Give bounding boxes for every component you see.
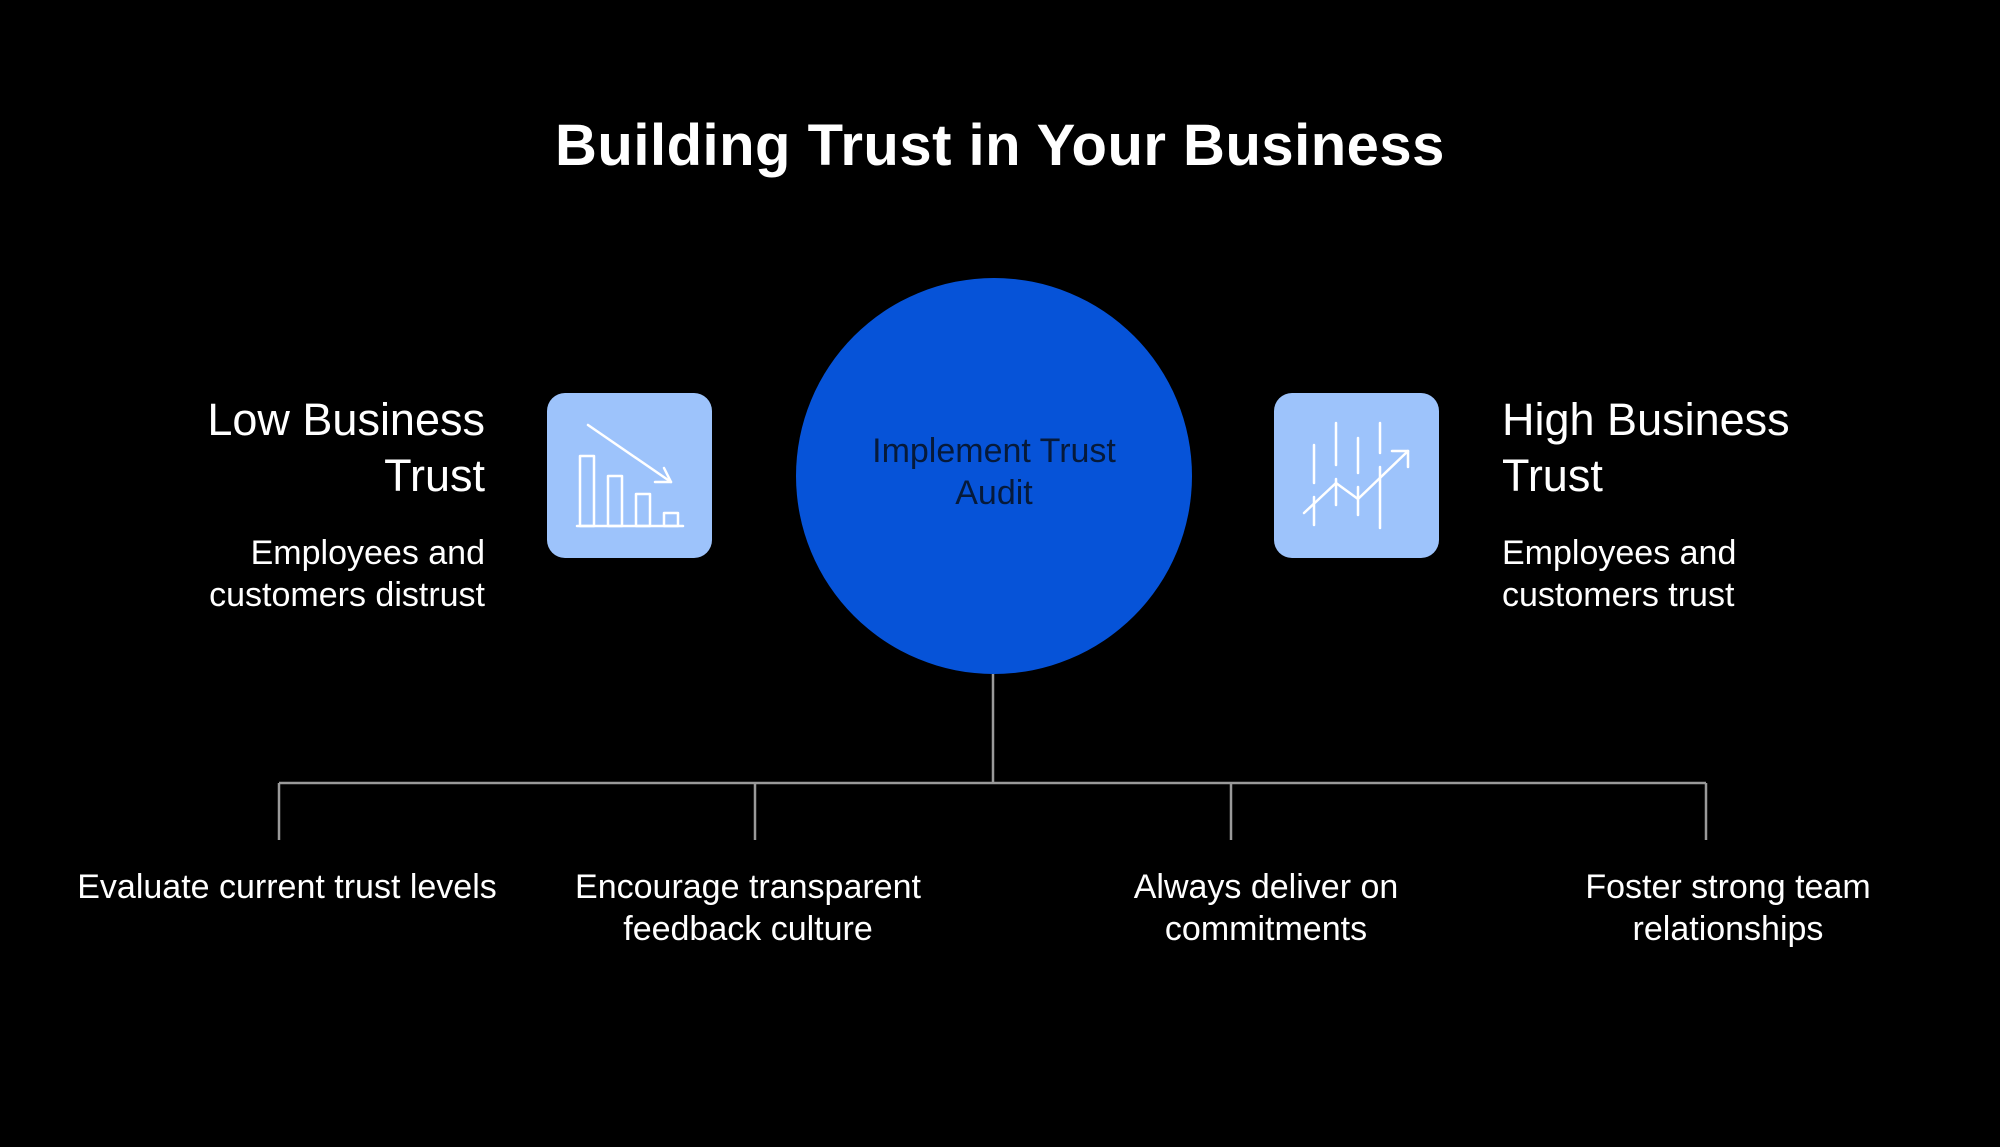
rising-trend-chart-icon — [1302, 421, 1410, 530]
high-trust-heading: High Business Trust — [1502, 394, 1790, 501]
step-label: Foster strong team relationships — [1585, 868, 1871, 948]
step-label: Evaluate current trust levels — [77, 868, 497, 906]
page-title: Building Trust in Your Business — [555, 113, 1445, 178]
center-circle — [796, 278, 1192, 674]
step-label: Encourage transparent feedback culture — [575, 868, 921, 948]
declining-bar-chart-icon — [575, 423, 685, 528]
low-trust-description: Employees and customers distrust — [209, 534, 485, 614]
step-label: Always deliver on commitments — [1133, 868, 1399, 948]
center-label: Implement Trust Audit — [872, 432, 1116, 512]
high-trust-description: Employees and customers trust — [1502, 534, 1737, 614]
high-trust-icon-box — [1274, 393, 1439, 558]
low-trust-icon-box — [547, 393, 712, 558]
low-trust-heading: Low Business Trust — [207, 394, 485, 501]
